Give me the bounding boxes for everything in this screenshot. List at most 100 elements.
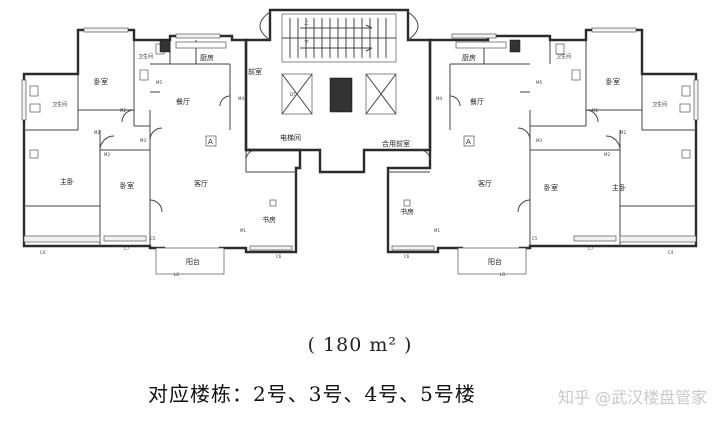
left-sink-2 [139,69,149,81]
left-window-bedroom2 [103,235,147,242]
left-code: M2 [120,108,126,113]
core-outline [244,8,432,174]
left-kitchen-label: 厨房 [200,53,214,62]
left-code: LG [174,272,179,277]
left-code: C7 [124,246,130,251]
left-kitchen-counter [175,41,227,49]
buildings-caption: 对应楼栋：2号、3号、4号、5号楼 [148,382,476,406]
left-window-top [83,27,129,33]
left-code: C5 [150,236,156,241]
left-bathroom-1-label: 卫生间 [138,53,153,60]
right-kitchen-counter [455,41,507,49]
core-stair-treads [282,18,396,58]
right-code: M4 [436,96,442,101]
right-window-bedroom2 [573,235,617,242]
left-bedroom-2-label: 卧室 [120,181,134,190]
left-door-arcs [99,95,257,213]
left-front-room-label: 前室 [248,67,262,76]
right-code: M2 [604,152,610,157]
right-sink-1 [679,103,691,113]
right-kitchen-label: 厨房 [462,53,476,62]
left-window-side [21,79,27,121]
right-window-kitchen [451,33,497,39]
right-door-arcs [419,95,621,213]
left-unit-mark: A [208,138,213,146]
right-shaft-1 [509,39,521,53]
left-window-master [23,235,101,243]
right-sink-2 [571,69,581,81]
right-unit-mark-box [463,135,475,147]
right-hvac-1 [681,149,691,159]
right-toilet-1 [681,85,691,97]
right-hvac-2 [403,199,411,207]
left-unit-interior-walls [24,40,296,246]
watermark: 知乎 @武汉楼盘管家 [558,388,708,407]
core-stair-up-label: 上 [304,19,309,26]
right-bathroom-2-label: 卫生间 [652,101,667,108]
right-balcony-rail [457,247,527,275]
right-code: M3 [536,138,542,143]
left-study-label: 书房 [262,215,276,224]
left-unit-mark-box [205,135,217,147]
floor-plan: 卧室 卫生间 厨房 卫生间 餐厅 前室 主卧 卧室 客厅 书房 阳台 A M2 … [21,8,699,277]
right-unit-interior-walls [388,40,696,246]
right-unit: 厨房 卫生间 卧室 卫生间 餐厅 合用前室 书房 客厅 卧室 主卧 阳台 A M… [382,27,699,277]
right-code: C4 [668,250,674,255]
core-elevator-1-cross [281,73,313,115]
left-code: M3 [140,138,146,143]
left-living-label: 客厅 [194,179,208,188]
left-hvac-1 [29,149,39,159]
area-caption: ( 180 m² ) [307,334,413,356]
right-bedroom-2-label: 卧室 [544,183,558,192]
left-shaft-1 [159,39,171,53]
right-code: C5 [532,236,538,241]
right-code: C6 [404,254,410,259]
right-bedroom-top-label: 卧室 [606,77,620,86]
core-stair-down-label: 下 [304,40,309,46]
left-bedroom-top-label: 卧室 [94,77,108,86]
right-bathroom-1-label: 卫生间 [556,53,571,60]
core-elevator-code: DT [290,92,296,97]
core-elevator-2-cross [365,73,397,115]
left-code: M5 [156,80,162,85]
left-bathroom-2-label: 卫生间 [52,101,67,108]
left-code: C4 [40,250,46,255]
left-master-bedroom-label: 主卧 [60,177,74,186]
right-code: M5 [536,80,542,85]
left-code: M2 [94,130,100,135]
core-curve-left [259,11,271,41]
right-toilet-2 [555,43,565,55]
right-code: LG [500,272,505,277]
right-window-master [619,235,697,243]
left-window-study [249,245,293,251]
right-balcony-label: 阳台 [488,257,502,266]
left-balcony-label: 阳台 [186,257,200,266]
right-unit-mark: A [466,138,471,146]
left-window-kitchen [175,33,221,39]
right-living-label: 客厅 [478,179,492,188]
right-window-side [693,79,699,121]
left-code: M1 [240,228,246,233]
core-shaft [329,77,353,113]
left-code: M4 [238,96,244,101]
core-curve-right [407,11,419,41]
right-code: M1 [434,228,440,233]
right-dining-label: 餐厅 [470,97,484,106]
right-window-study [391,245,435,251]
right-code: C7 [588,246,594,251]
right-study-label: 书房 [400,207,414,216]
right-shared-front-room-label: 合用前室 [382,139,410,148]
left-balcony-rail [155,247,225,275]
left-toilet-1 [29,85,39,97]
core-stair-arrow [300,24,373,52]
left-code: C6 [276,254,282,259]
core-elevator-hall-label: 电梯间 [280,133,301,142]
right-master-bedroom-label: 主卧 [612,183,626,192]
right-window-top [591,27,637,33]
right-code: M2 [620,130,626,135]
left-unit: 卧室 卫生间 厨房 卫生间 餐厅 前室 主卧 卧室 客厅 书房 阳台 A M2 … [21,27,302,277]
left-dining-label: 餐厅 [176,97,190,106]
left-sink-1 [29,103,41,113]
left-hvac-2 [269,199,277,207]
right-code: M2 [592,108,598,113]
